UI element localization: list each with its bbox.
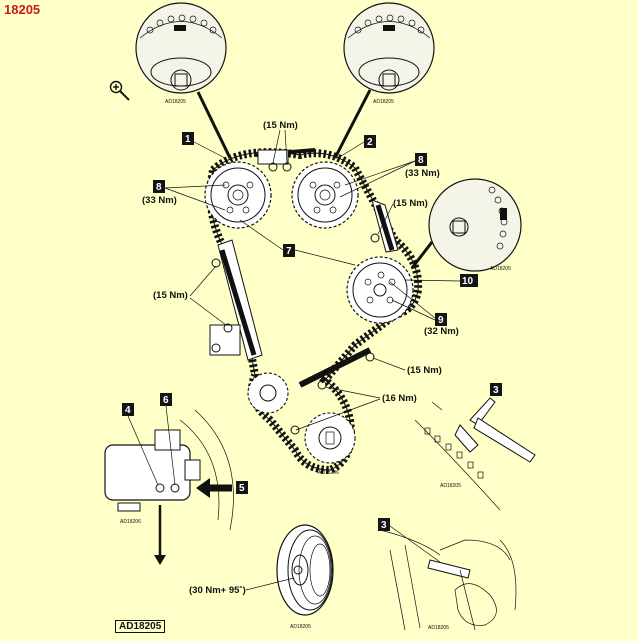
svg-text:2: 2: [367, 137, 373, 148]
inset-right: AD18205: [343, 2, 435, 105]
callout-4: 4: [122, 403, 134, 416]
callout-2: 2: [364, 135, 376, 148]
pulley-code: AD18205: [290, 624, 311, 630]
callout-3-top: 3: [490, 383, 502, 396]
tool-lower-code: AD18205: [428, 625, 449, 631]
callout-8-left: 8: [153, 180, 165, 193]
torque-left-guide: (15 Nm): [153, 290, 188, 301]
callout-6: 6: [160, 393, 172, 406]
inset-cam: AD18205: [428, 178, 522, 272]
svg-text:8: 8: [156, 182, 162, 193]
zoom-in-icon[interactable]: [108, 79, 132, 103]
torque-top-center: (15 Nm): [263, 120, 298, 131]
callout-1: 1: [182, 132, 194, 145]
inset-left: AD18205: [135, 2, 227, 105]
svg-text:4: 4: [125, 405, 131, 416]
torque-exhaust-cam: (32 Nm): [424, 326, 459, 337]
svg-text:9: 9: [438, 315, 444, 326]
svg-text:5: 5: [239, 483, 245, 494]
torque-idler: (16 Nm): [382, 393, 417, 404]
torque-right-top: (33 Nm): [405, 168, 440, 179]
callout-7: 7: [283, 244, 295, 257]
callout-10: 10: [460, 274, 478, 287]
svg-text:10: 10: [462, 276, 474, 287]
svg-text:3: 3: [493, 385, 499, 396]
balance-sprocket: [346, 256, 414, 324]
tensioner-code: AD18206: [120, 519, 141, 525]
inset-cam-code: AD18205: [490, 266, 511, 272]
callout-9: 9: [435, 313, 447, 326]
tensioner: AD18206: [104, 409, 234, 565]
svg-text:1: 1: [185, 134, 191, 145]
lower-tool-view: AD18205: [379, 529, 517, 631]
footer-code: AD18205: [115, 620, 166, 633]
inset-right-code: AD18205: [373, 99, 394, 105]
svg-text:7: 7: [286, 246, 292, 257]
torque-lower-guide: (15 Nm): [407, 365, 442, 376]
idler-sprocket: [247, 372, 289, 414]
callout-5: 5: [236, 481, 248, 494]
torque-left-top: (33 Nm): [142, 195, 177, 206]
exhaust-cam-sprocket: [291, 161, 359, 229]
locking-tool: AD18205: [414, 397, 536, 511]
torque-pulley: (30 Nm+ 95˚): [189, 585, 246, 596]
torque-right-guide: (15 Nm): [393, 198, 428, 209]
chain-guides: [209, 148, 399, 435]
crank-sprocket: AD18206: [304, 412, 356, 476]
svg-text:6: 6: [163, 395, 169, 406]
tool-locked-code: AD18205: [440, 483, 461, 489]
inset-left-code: AD18205: [165, 99, 186, 105]
svg-text:3: 3: [381, 520, 387, 531]
intake-cam-sprocket: [204, 161, 272, 229]
svg-text:8: 8: [418, 155, 424, 166]
callout-8-right: 8: [415, 153, 427, 166]
crank-pulley: AD18205: [276, 524, 334, 630]
callout-3-bottom: 3: [378, 518, 390, 531]
page-title: 18205: [4, 2, 41, 17]
crank-sprocket-code: AD18206: [318, 470, 339, 476]
